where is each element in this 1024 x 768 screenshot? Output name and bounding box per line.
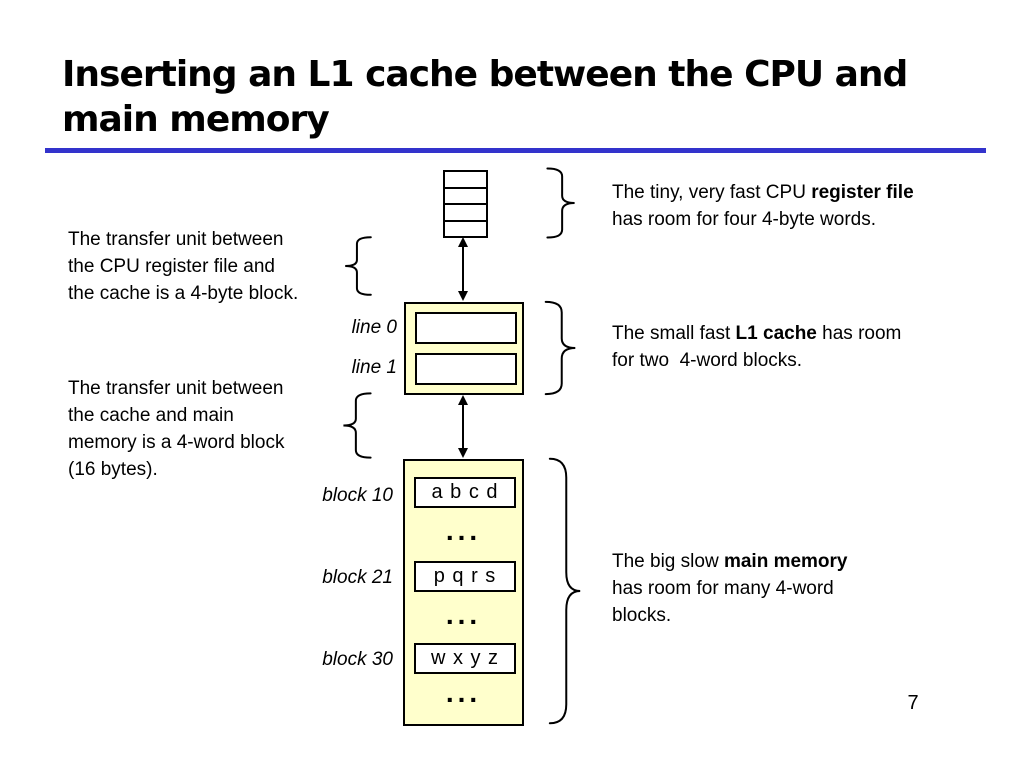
page-number: 7 <box>907 692 919 714</box>
label-memory-block-21: block 21 <box>322 567 393 588</box>
memory-ellipsis: ... <box>445 515 482 546</box>
brace-main-memory <box>546 456 584 726</box>
label-cache-line-0: line 0 <box>351 317 397 338</box>
title-underline <box>45 148 986 153</box>
memory-block-30-cell: w x y z <box>414 643 516 674</box>
note-transfer-cpu-cache: The transfer unit between the CPU regist… <box>68 226 298 307</box>
cache-line-1-slot <box>415 353 517 385</box>
cache-line-0-slot <box>415 312 517 344</box>
callout-bold-term: main memory <box>723 551 848 572</box>
brace-register-file <box>544 167 578 239</box>
note-line: the cache and main <box>68 405 234 426</box>
label-memory-block-30: block 30 <box>322 649 393 670</box>
callout-text: blocks. <box>612 605 672 626</box>
memory-block-10-cell: a b c d <box>414 477 516 508</box>
note-line: memory is a 4-word block <box>68 432 285 453</box>
main-memory-box: a b c d ... p q r s ... w x y z ... <box>403 459 524 726</box>
transfer-arrow-cpu-cache <box>458 237 468 301</box>
callout-l1-cache: The small fast L1 cache has room for two… <box>612 320 901 374</box>
callout-main-memory: The big slow main memory has room for ma… <box>612 548 848 629</box>
callout-bold-term: register file <box>811 182 914 203</box>
label-cache-line-1: line 1 <box>351 357 397 378</box>
note-line: (16 bytes). <box>68 459 158 480</box>
note-line: The transfer unit between <box>68 229 284 250</box>
slide-title: Inserting an L1 cache between the CPU an… <box>62 52 972 142</box>
callout-text: has room <box>816 323 902 344</box>
note-line: the CPU register file and <box>68 256 275 277</box>
slide-title-line-1: Inserting an L1 cache between the CPU an… <box>62 54 908 95</box>
register-word-cell <box>445 219 486 237</box>
note-line: the cache is a 4-byte block. <box>68 283 299 304</box>
register-word-cell <box>445 172 486 187</box>
memory-ellipsis: ... <box>445 599 482 630</box>
note-transfer-cache-memory: The transfer unit between the cache and … <box>68 375 284 483</box>
memory-ellipsis: ... <box>445 677 482 708</box>
slide-title-line-2: main memory <box>62 99 330 140</box>
callout-text: The big slow <box>612 551 724 572</box>
note-line: The transfer unit between <box>68 378 284 399</box>
callout-text: has room for many 4-word <box>612 578 834 599</box>
register-word-cell <box>445 203 486 220</box>
register-file-box <box>443 170 488 238</box>
callout-text: The small fast <box>612 323 736 344</box>
callout-text: for two 4-word blocks. <box>612 350 803 371</box>
memory-block-21-cell: p q r s <box>414 561 516 592</box>
brace-l1-cache <box>542 300 579 396</box>
brace-transfer-cache-memory <box>340 392 374 459</box>
callout-text: has room for four 4-byte words. <box>612 209 876 230</box>
label-memory-block-10: block 10 <box>322 485 393 506</box>
brace-transfer-cpu-cache <box>342 236 374 296</box>
transfer-arrow-cache-memory <box>458 395 468 458</box>
l1-cache-box <box>404 302 524 395</box>
callout-bold-term: L1 cache <box>735 323 817 344</box>
callout-register-file: The tiny, very fast CPU register file ha… <box>612 179 914 233</box>
register-word-cell <box>445 186 486 204</box>
callout-text: The tiny, very fast CPU <box>612 182 812 203</box>
